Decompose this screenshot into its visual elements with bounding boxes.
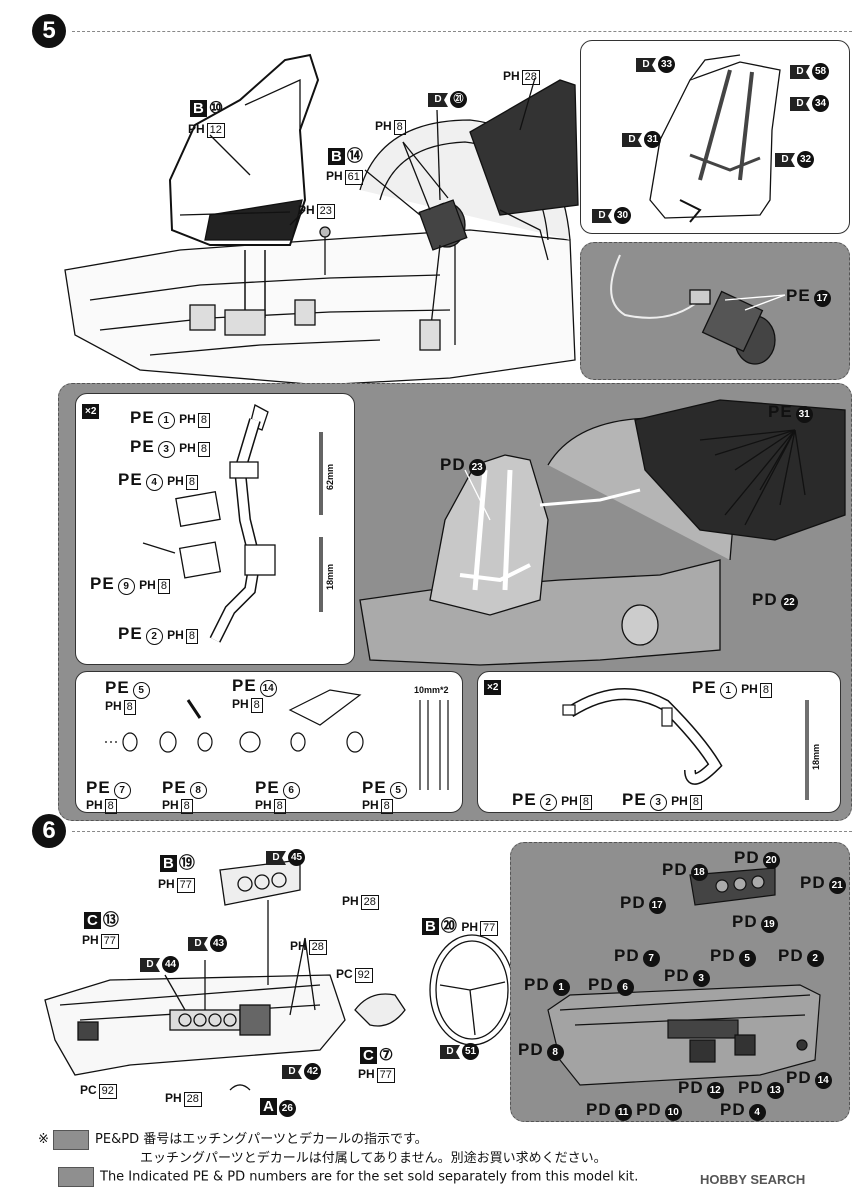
step-6-number: 6 <box>32 814 66 848</box>
footer-note-en: The Indicated PE & PD numbers are for th… <box>58 1167 638 1187</box>
hobby-search-watermark: HOBBY SEARCH <box>700 1172 806 1187</box>
quantity-x2-badge-belt: ×2 <box>484 680 502 695</box>
step-5-divider <box>72 31 852 32</box>
harness-parts-panel <box>75 393 355 665</box>
step-6-divider <box>72 831 852 832</box>
belt-parts-panel <box>477 671 841 813</box>
step-5-number: 5 <box>32 14 66 48</box>
quantity-x2-badge: ×2 <box>82 404 100 419</box>
footer-note-jp-1: ※ PE&PD 番号はエッチングパーツとデカールの指示です。 <box>38 1128 428 1150</box>
footer-note-jp-2: エッチングパーツとデカールは付属してありません。別途お買い求めください。 <box>140 1151 607 1166</box>
measure-10mm: 10mm*2 <box>414 685 449 695</box>
